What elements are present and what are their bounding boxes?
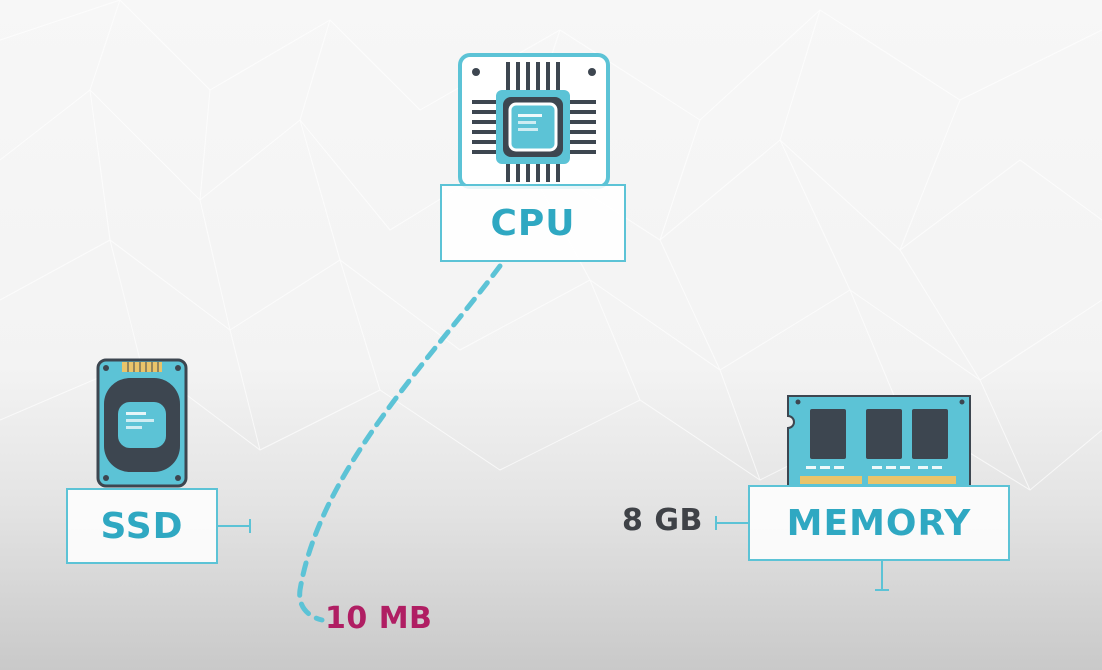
memory-stick-icon — [787, 395, 971, 487]
cpu-label: CPU — [490, 202, 576, 244]
data-transfer-path — [297, 263, 503, 623]
memory-label-box: MEMORY — [748, 485, 1010, 561]
memory-bottom-connector-tick — [875, 561, 889, 591]
ssd-drive-icon — [96, 358, 188, 488]
ssd-transfer-value: 10 MB — [325, 601, 433, 636]
ssd-label: SSD — [100, 505, 184, 547]
ssd-label-box: SSD — [66, 488, 218, 564]
memory-left-connector-tick — [715, 516, 748, 530]
memory-label: MEMORY — [786, 502, 972, 544]
ssd-connector-tick — [218, 519, 251, 533]
memory-capacity-value: 8 GB — [622, 503, 703, 538]
cpu-chip-icon — [458, 53, 610, 189]
cpu-label-box: CPU — [440, 184, 626, 262]
